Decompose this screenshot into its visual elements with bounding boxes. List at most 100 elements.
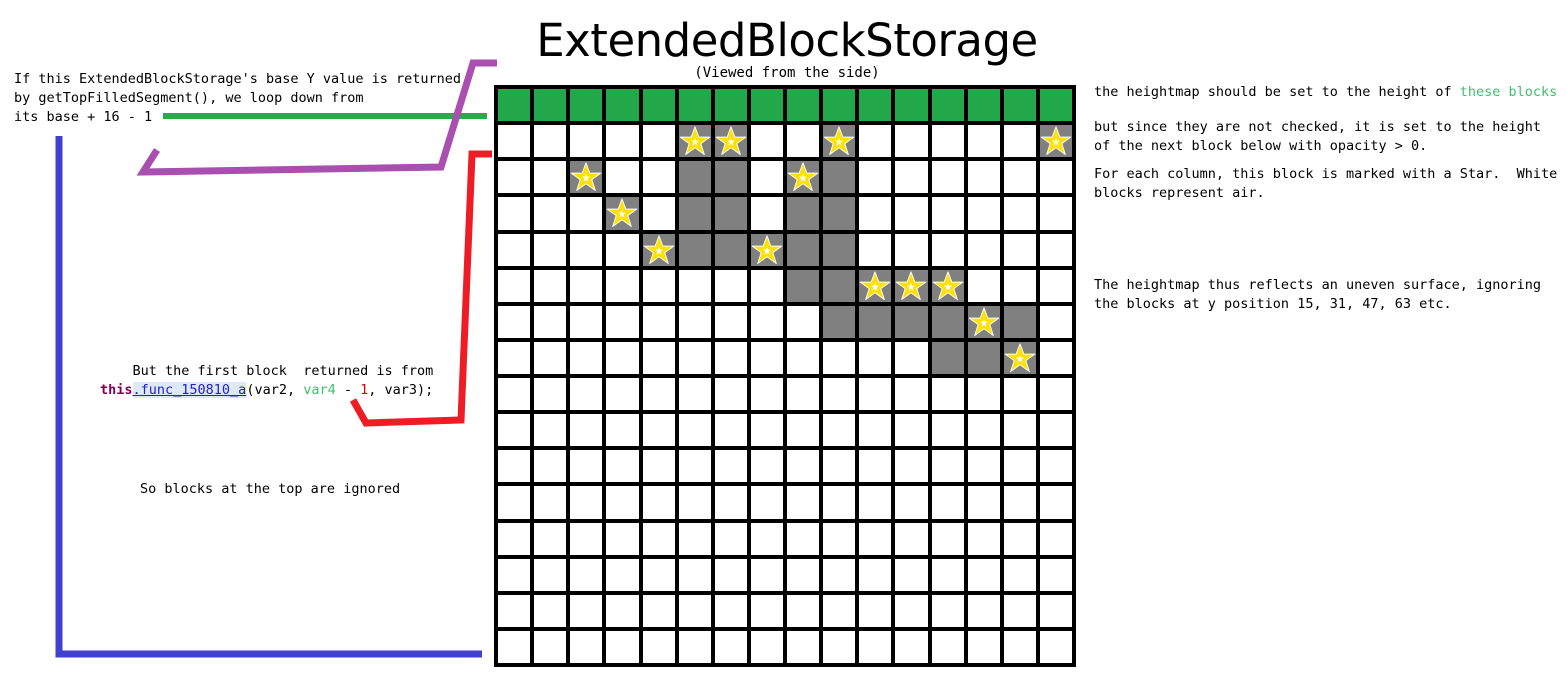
- block-cell-solid[interactable]: [787, 269, 820, 302]
- block-cell-air[interactable]: [967, 486, 1000, 519]
- block-cell-air[interactable]: [642, 450, 675, 483]
- block-cell-air[interactable]: [787, 378, 820, 411]
- block-cell-solid[interactable]: [823, 269, 856, 302]
- block-cell-air[interactable]: [750, 305, 783, 338]
- block-cell-air[interactable]: [498, 269, 531, 302]
- block-cell-green[interactable]: [570, 89, 603, 122]
- block-cell-solid[interactable]: [1003, 305, 1036, 338]
- block-cell-air[interactable]: [1039, 594, 1072, 627]
- block-cell-air[interactable]: [787, 522, 820, 555]
- block-cell-star[interactable]: [678, 125, 711, 158]
- block-cell-air[interactable]: [498, 197, 531, 230]
- block-cell-green[interactable]: [534, 89, 567, 122]
- block-cell-air[interactable]: [750, 486, 783, 519]
- block-cell-air[interactable]: [931, 594, 964, 627]
- block-cell-air[interactable]: [967, 522, 1000, 555]
- block-cell-air[interactable]: [498, 161, 531, 194]
- block-cell-air[interactable]: [967, 197, 1000, 230]
- block-cell-air[interactable]: [895, 486, 928, 519]
- block-cell-air[interactable]: [570, 305, 603, 338]
- block-cell-air[interactable]: [678, 414, 711, 447]
- block-cell-air[interactable]: [1003, 486, 1036, 519]
- block-cell-solid[interactable]: [931, 341, 964, 374]
- block-cell-air[interactable]: [895, 161, 928, 194]
- block-cell-air[interactable]: [498, 125, 531, 158]
- block-cell-solid[interactable]: [895, 305, 928, 338]
- block-cell-air[interactable]: [1003, 522, 1036, 555]
- block-cell-air[interactable]: [534, 378, 567, 411]
- block-cell-air[interactable]: [1003, 269, 1036, 302]
- block-cell-star[interactable]: [1003, 341, 1036, 374]
- block-cell-solid[interactable]: [714, 161, 747, 194]
- block-cell-air[interactable]: [1003, 125, 1036, 158]
- block-cell-star[interactable]: [859, 269, 892, 302]
- block-cell-solid[interactable]: [714, 197, 747, 230]
- block-cell-air[interactable]: [931, 378, 964, 411]
- block-cell-air[interactable]: [498, 486, 531, 519]
- block-cell-air[interactable]: [534, 486, 567, 519]
- block-cell-solid[interactable]: [859, 305, 892, 338]
- block-cell-air[interactable]: [606, 450, 639, 483]
- block-cell-air[interactable]: [931, 558, 964, 591]
- block-cell-air[interactable]: [534, 341, 567, 374]
- block-cell-air[interactable]: [714, 305, 747, 338]
- block-cell-air[interactable]: [859, 522, 892, 555]
- block-cell-air[interactable]: [859, 486, 892, 519]
- block-cell-air[interactable]: [859, 558, 892, 591]
- block-cell-air[interactable]: [1003, 558, 1036, 591]
- block-cell-green[interactable]: [931, 89, 964, 122]
- block-cell-air[interactable]: [787, 594, 820, 627]
- block-cell-air[interactable]: [498, 378, 531, 411]
- block-cell-air[interactable]: [787, 305, 820, 338]
- block-cell-air[interactable]: [823, 378, 856, 411]
- block-cell-air[interactable]: [859, 450, 892, 483]
- block-cell-air[interactable]: [1039, 522, 1072, 555]
- block-cell-air[interactable]: [714, 341, 747, 374]
- block-cell-green[interactable]: [606, 89, 639, 122]
- block-cell-green[interactable]: [678, 89, 711, 122]
- block-cell-air[interactable]: [714, 414, 747, 447]
- block-cell-solid[interactable]: [823, 305, 856, 338]
- block-cell-air[interactable]: [642, 125, 675, 158]
- block-cell-air[interactable]: [931, 125, 964, 158]
- block-grid[interactable]: [494, 85, 1076, 667]
- block-cell-air[interactable]: [1039, 197, 1072, 230]
- block-cell-air[interactable]: [1039, 161, 1072, 194]
- block-cell-green[interactable]: [823, 89, 856, 122]
- block-cell-air[interactable]: [823, 450, 856, 483]
- block-cell-air[interactable]: [859, 630, 892, 663]
- block-cell-air[interactable]: [859, 197, 892, 230]
- block-cell-air[interactable]: [678, 486, 711, 519]
- block-cell-air[interactable]: [895, 450, 928, 483]
- block-cell-star[interactable]: [967, 305, 1000, 338]
- block-cell-air[interactable]: [678, 630, 711, 663]
- block-cell-air[interactable]: [1039, 233, 1072, 266]
- block-cell-air[interactable]: [1003, 594, 1036, 627]
- block-cell-air[interactable]: [498, 341, 531, 374]
- block-cell-air[interactable]: [931, 414, 964, 447]
- block-cell-air[interactable]: [823, 558, 856, 591]
- block-cell-air[interactable]: [534, 414, 567, 447]
- block-cell-air[interactable]: [606, 414, 639, 447]
- block-cell-air[interactable]: [606, 630, 639, 663]
- block-cell-air[interactable]: [750, 378, 783, 411]
- block-cell-air[interactable]: [642, 161, 675, 194]
- block-cell-air[interactable]: [895, 125, 928, 158]
- block-cell-star[interactable]: [570, 161, 603, 194]
- block-cell-air[interactable]: [534, 305, 567, 338]
- block-cell-air[interactable]: [606, 594, 639, 627]
- block-cell-air[interactable]: [642, 558, 675, 591]
- block-cell-air[interactable]: [642, 486, 675, 519]
- block-cell-air[interactable]: [895, 594, 928, 627]
- block-cell-green[interactable]: [642, 89, 675, 122]
- block-cell-star[interactable]: [787, 161, 820, 194]
- block-cell-air[interactable]: [967, 233, 1000, 266]
- block-cell-solid[interactable]: [678, 161, 711, 194]
- block-cell-air[interactable]: [498, 522, 531, 555]
- block-cell-air[interactable]: [859, 341, 892, 374]
- block-cell-air[interactable]: [1003, 378, 1036, 411]
- block-cell-air[interactable]: [787, 450, 820, 483]
- block-cell-air[interactable]: [642, 414, 675, 447]
- block-cell-air[interactable]: [750, 558, 783, 591]
- block-cell-air[interactable]: [1039, 341, 1072, 374]
